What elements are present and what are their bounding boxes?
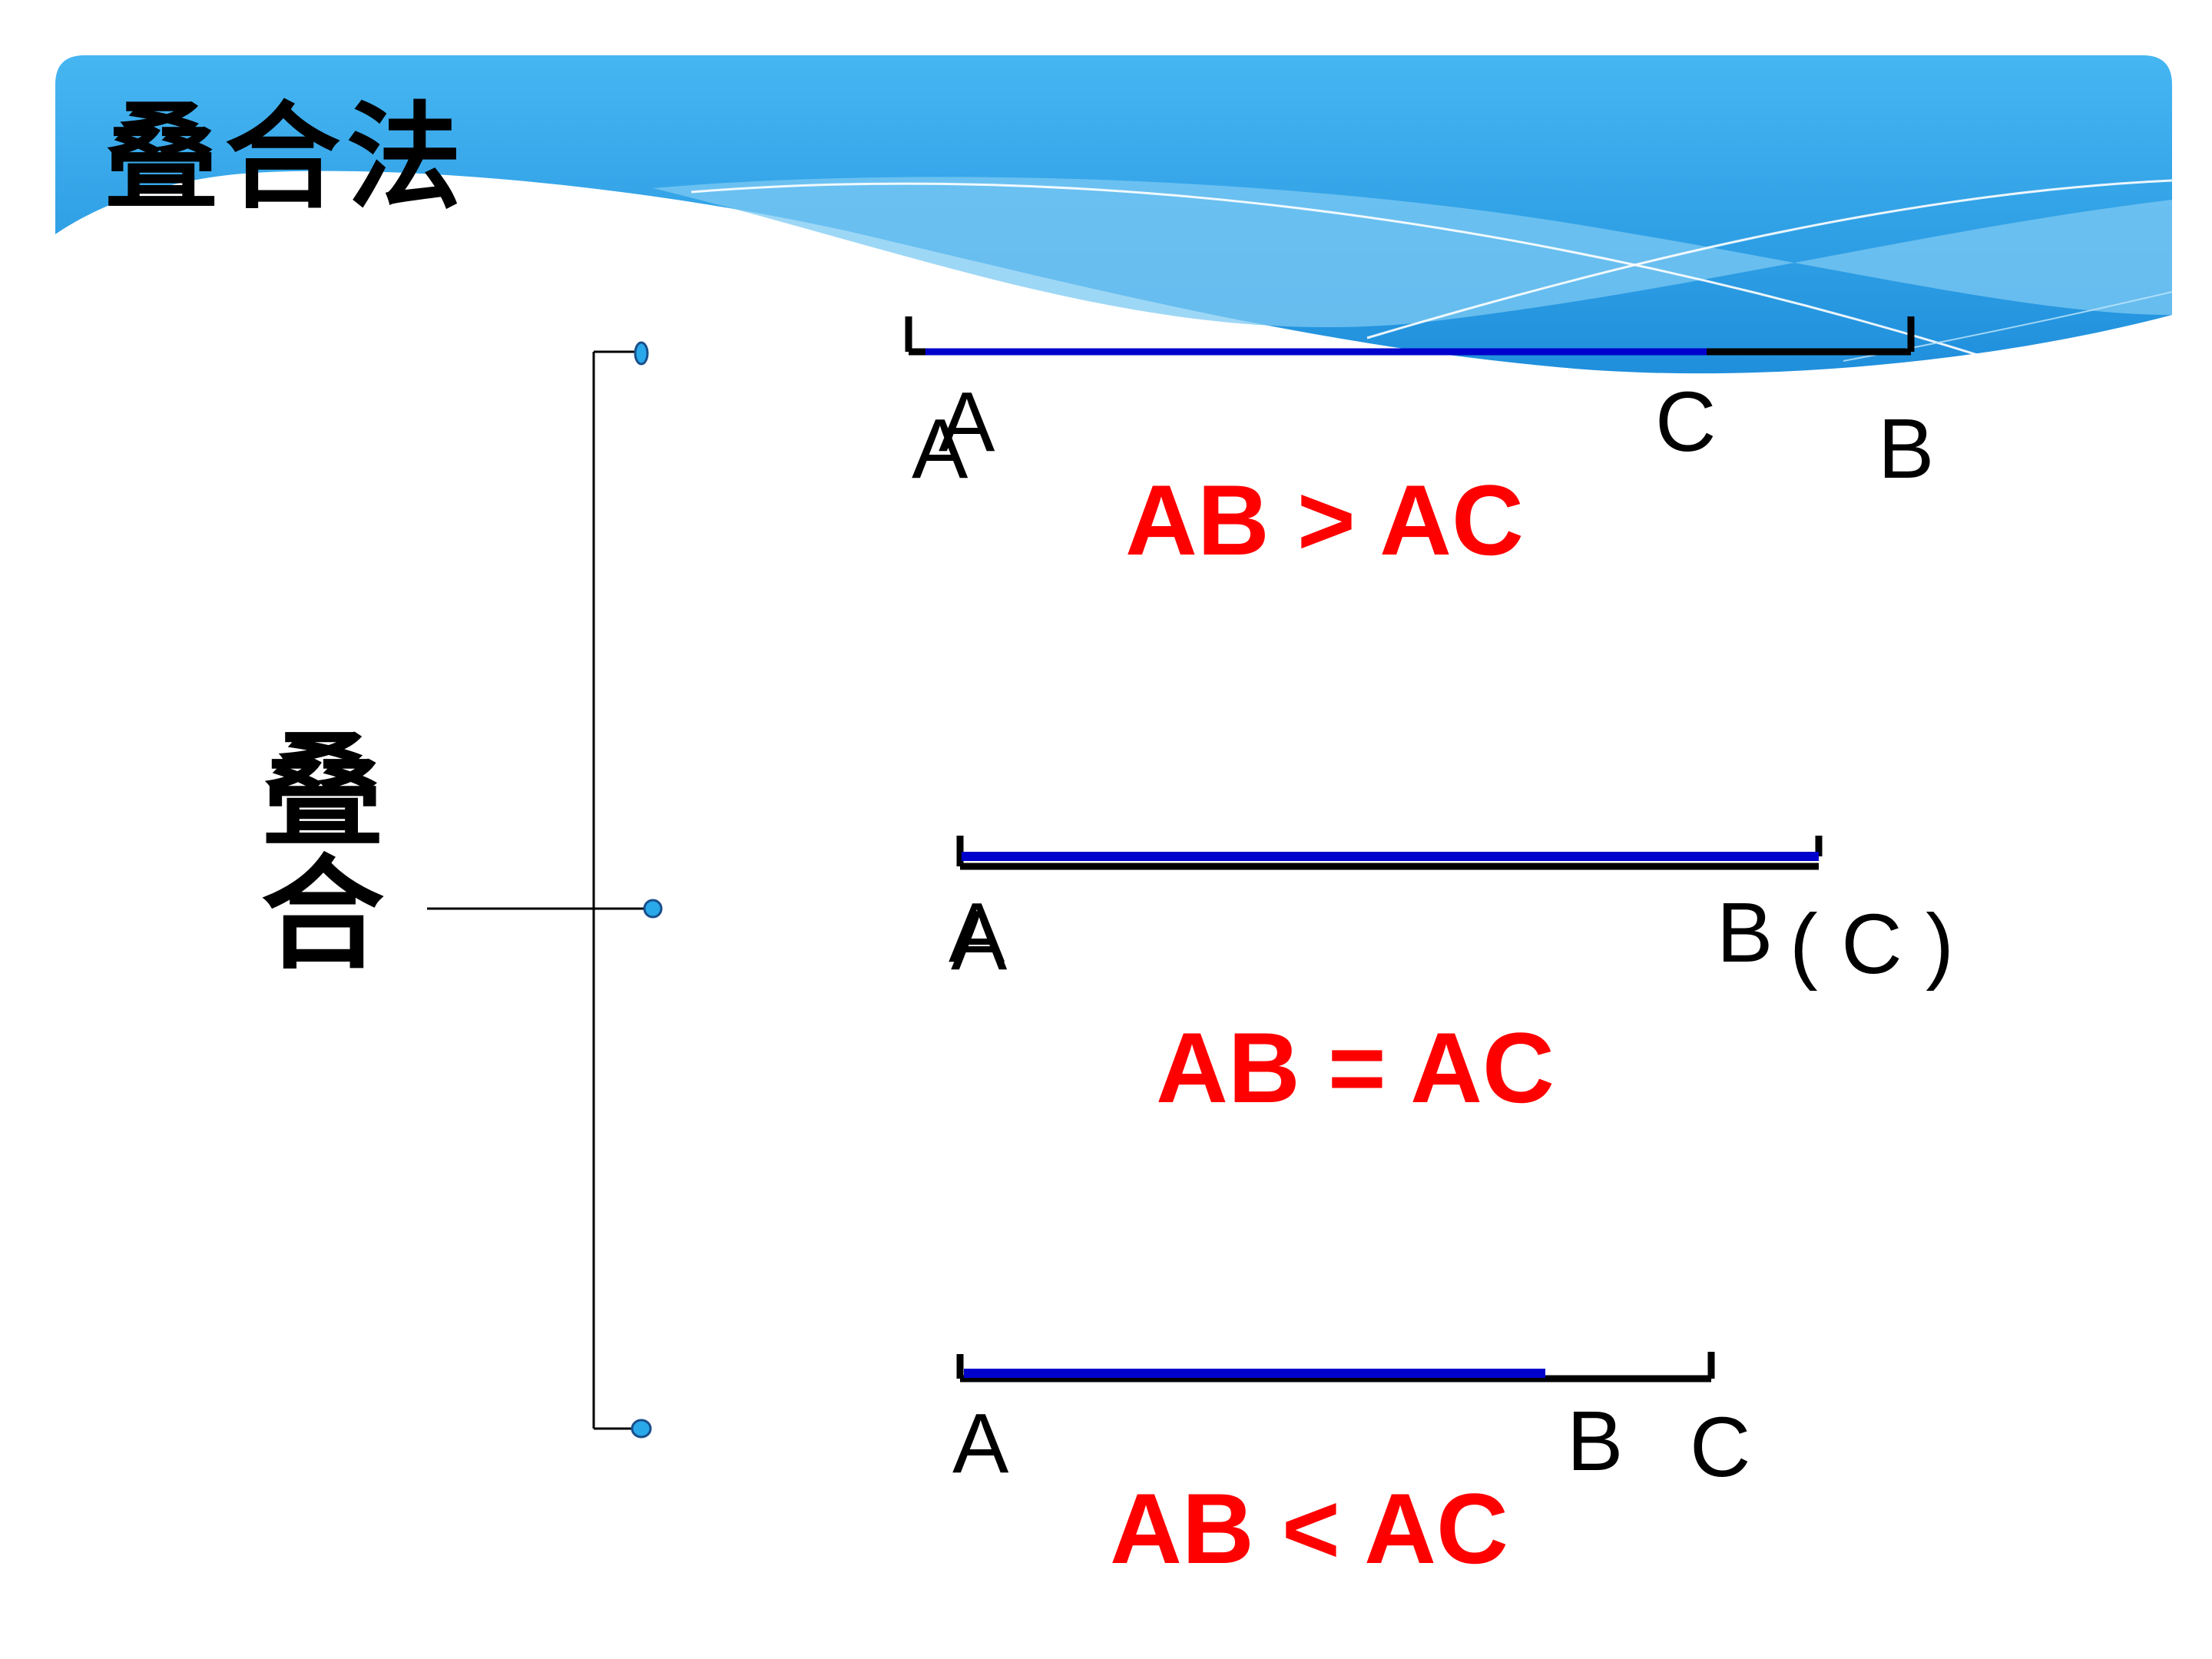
bracket <box>427 350 651 1430</box>
segment-case-3 <box>956 1352 1715 1382</box>
case3-label-c: C <box>1690 1400 1751 1495</box>
case1-label-b: B <box>1878 402 1935 496</box>
header-banner <box>55 55 2173 374</box>
side-label-char-2: 合 <box>260 842 384 986</box>
case2-label-a1: A <box>949 886 1005 980</box>
case1-label-a2: A <box>912 402 969 496</box>
case3-label-a1: A <box>952 1396 1009 1491</box>
case2-relation: AB = AC <box>1156 1012 1555 1124</box>
bracket-node-middle <box>643 899 663 919</box>
header-wave-light <box>653 177 2172 328</box>
case2-label-a2: A <box>951 893 1008 988</box>
side-label-char-1: 叠 <box>260 719 384 863</box>
case2-label-c: ( C ) <box>1790 897 1954 992</box>
case2-label-b: B <box>1717 886 1773 980</box>
case1-label-a1: A <box>939 375 995 469</box>
case3-label-b: B <box>1567 1394 1624 1488</box>
segment-case-2 <box>956 836 1823 870</box>
side-label: 叠 合 <box>253 730 392 975</box>
case1-label-c: C <box>1655 375 1717 469</box>
bracket-node-bottom <box>631 1419 652 1439</box>
case3-relation: AB < AC <box>1110 1472 1508 1584</box>
segment-case-1 <box>905 316 1915 356</box>
case1-relation: AB > AC <box>1125 464 1524 576</box>
slide-title: 叠合法 <box>104 90 469 225</box>
bracket-node-top <box>634 341 649 366</box>
